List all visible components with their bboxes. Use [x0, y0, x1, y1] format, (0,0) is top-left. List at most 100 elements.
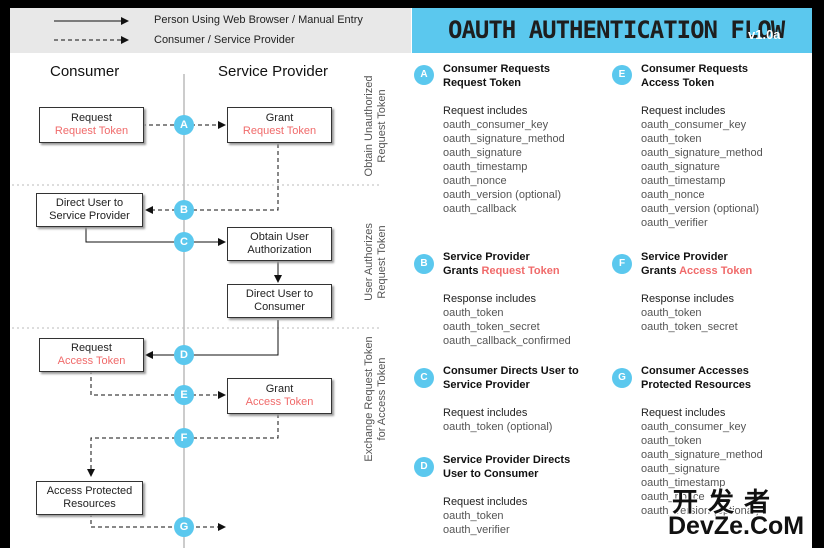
- title-bar: OAUTH AUTHENTICATION FLOW v1.0a: [412, 8, 812, 53]
- panel-e: Consumer Requests Access Token Request i…: [641, 62, 763, 230]
- param-item: oauth_callback_confirmed: [443, 335, 571, 347]
- request-access-token-box: Request Access Token: [39, 338, 144, 372]
- phase-label-authorize: User Authorizes Request Token: [363, 192, 391, 332]
- box-label: Resources: [63, 498, 116, 510]
- step-b-badge: B: [414, 254, 434, 274]
- panel-g: Consumer Accesses Protected Resources Re…: [641, 364, 763, 518]
- phase-label-line: Obtain Unauthorized: [363, 75, 375, 177]
- box-label: Consumer: [254, 301, 305, 313]
- panel-subheading: Request includes: [641, 407, 726, 419]
- box-label: Access Protected: [46, 485, 133, 497]
- step-a-badge: A: [414, 65, 434, 85]
- box-label-highlight: Access Token: [57, 355, 126, 367]
- arrow-e: [90, 370, 226, 399]
- step-b-marker: B: [174, 200, 194, 220]
- param-item: oauth_consumer_key: [641, 421, 747, 433]
- step-g-marker: G: [174, 517, 194, 537]
- panel-heading: Consumer Requests: [641, 63, 748, 75]
- step-c-badge: C: [414, 368, 434, 388]
- panel-c: Consumer Directs User to Service Provide…: [443, 364, 579, 434]
- request-request-token-box: Request Request Token: [39, 107, 144, 143]
- panel-heading: Service Provider Directs: [443, 454, 571, 466]
- param-item: oauth_version (optional): [443, 189, 562, 201]
- panel-a: Consumer Requests Request Token Request …: [443, 62, 565, 216]
- panel-heading: User to Consumer: [443, 468, 539, 480]
- step-c-marker: C: [174, 232, 194, 252]
- panel-heading: Consumer Directs User to: [443, 365, 579, 377]
- param-item: oauth_timestamp: [443, 161, 528, 173]
- panel-heading-highlight: Access Token: [641, 77, 715, 89]
- phase-label-line: Request Token: [376, 225, 388, 299]
- param-item: oauth_signature: [641, 161, 720, 173]
- legend-lines: [54, 17, 129, 44]
- param-item: oauth_version (optional): [641, 203, 760, 215]
- param-item: oauth_consumer_key: [443, 119, 549, 131]
- param-item: oauth_signature_method: [641, 147, 763, 159]
- provider-column-header: Service Provider: [218, 63, 329, 80]
- phase-label-line: Exchange Request Token: [363, 336, 375, 462]
- panel-heading: Protected Resources: [641, 379, 752, 391]
- box-label: Grant: [265, 112, 294, 124]
- box-label: Grant: [265, 383, 294, 395]
- step-f-marker: F: [174, 428, 194, 448]
- param-item: oauth_token: [641, 307, 702, 319]
- access-protected-resources-box: Access Protected Resources: [36, 481, 143, 515]
- box-label: Request: [71, 342, 112, 354]
- step-g-badge: G: [612, 368, 632, 388]
- box-label: Service Provider: [49, 210, 130, 222]
- direct-user-to-provider-box: Direct User to Service Provider: [36, 193, 143, 227]
- arrow-g: [90, 513, 226, 531]
- param-item: oauth_token: [641, 133, 702, 145]
- step-d-badge: D: [414, 457, 434, 477]
- panel-f: Service Provider Grants Access Token Res…: [641, 250, 752, 334]
- panel-heading-highlight: Access Token: [679, 265, 753, 277]
- panel-heading: Consumer Accesses: [641, 365, 749, 377]
- phase-label-obtain: Obtain Unauthorized Request Token: [363, 56, 391, 196]
- panel-b: Service Provider Grants Request Token Re…: [443, 250, 571, 348]
- step-a-marker: A: [174, 115, 194, 135]
- diagram-canvas: [10, 8, 812, 548]
- watermark: 开发者 DevZe.CoM: [668, 482, 818, 544]
- box-label: Direct User to: [55, 197, 124, 209]
- legend: Person Using Web Browser / Manual Entry …: [10, 8, 411, 53]
- param-item: oauth_token: [443, 307, 504, 319]
- box-label-highlight: Access Token: [245, 396, 314, 408]
- watermark-line: 开发者: [672, 487, 781, 517]
- watermark-line: DevZe.CoM: [668, 512, 805, 540]
- legend-solid-label: Person Using Web Browser / Manual Entry: [154, 14, 363, 26]
- arrow-b: [145, 144, 279, 214]
- param-item: oauth_token (optional): [443, 421, 553, 433]
- panel-heading: Service Provider: [443, 379, 530, 391]
- panel-subheading: Request includes: [443, 407, 528, 419]
- param-item: oauth_timestamp: [641, 477, 726, 489]
- box-label: Direct User to: [245, 288, 314, 300]
- panel-subheading: Response includes: [443, 293, 536, 305]
- panel-d: Service Provider Directs User to Consume…: [443, 453, 570, 537]
- param-item: oauth_token: [641, 435, 702, 447]
- param-item: oauth_verifier: [641, 217, 708, 229]
- panel-heading: Consumer Requests: [443, 63, 550, 75]
- param-item: oauth_verifier: [443, 524, 510, 536]
- box-label: Obtain User: [250, 231, 309, 243]
- grant-request-token-box: Grant Request Token: [227, 107, 332, 143]
- step-f-badge: F: [612, 254, 632, 274]
- page-title: OAUTH AUTHENTICATION FLOW: [448, 16, 785, 44]
- panel-subheading: Response includes: [641, 293, 734, 305]
- param-item: oauth_signature_method: [641, 449, 763, 461]
- panel-heading: Service Provider: [641, 251, 728, 263]
- step-e-marker: E: [174, 385, 194, 405]
- panel-heading-highlight: Request Token: [443, 77, 522, 89]
- param-item: oauth_version (optional): [641, 505, 760, 517]
- obtain-user-authorization-box: Obtain User Authorization: [227, 227, 332, 261]
- param-item: oauth_token_secret: [641, 321, 738, 333]
- panel-heading-highlight: Request Token: [481, 265, 560, 277]
- consumer-column-header: Consumer: [50, 63, 120, 80]
- step-e-badge: E: [612, 65, 632, 85]
- param-item: oauth_nonce: [641, 491, 705, 503]
- arrow-d: [145, 320, 279, 359]
- param-item: oauth_nonce: [443, 175, 507, 187]
- grant-access-token-box: Grant Access Token: [227, 378, 332, 414]
- panel-heading: Grants: [641, 265, 680, 277]
- phase-label-line: User Authorizes: [363, 223, 375, 301]
- param-item: oauth_timestamp: [641, 175, 726, 187]
